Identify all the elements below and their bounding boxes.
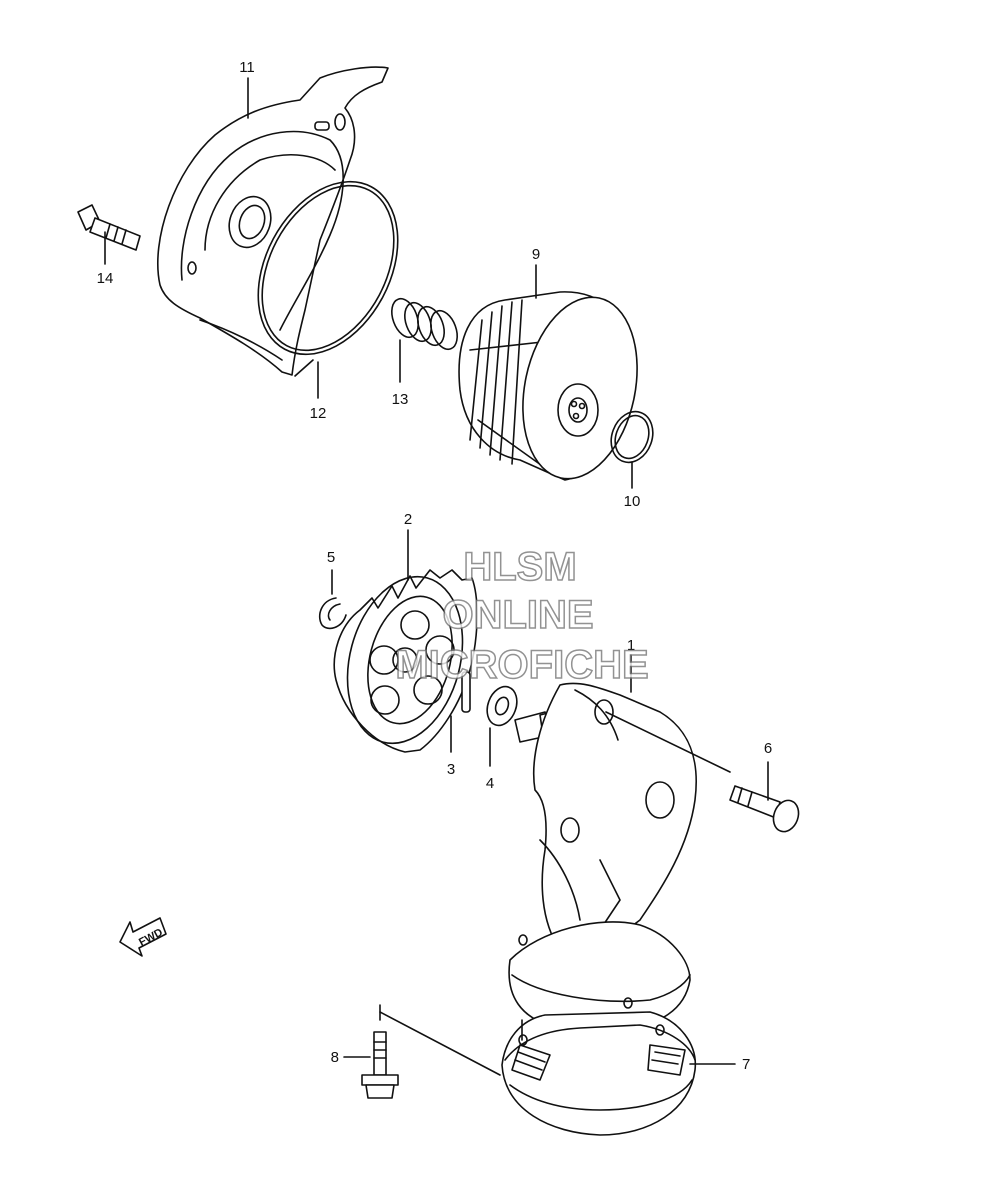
- oil-strainer-part[interactable]: [501, 1011, 697, 1136]
- callout-4: 4: [486, 727, 494, 792]
- watermark-line-3: MICROFICHE: [395, 643, 648, 687]
- oil-filter-part[interactable]: [458, 287, 653, 490]
- callout-1-label: 1: [627, 637, 635, 654]
- pump-gear-part[interactable]: [330, 564, 480, 757]
- callout-11-label: 11: [239, 59, 255, 76]
- small-o-ring-part[interactable]: [604, 406, 659, 469]
- callout-12: 12: [310, 361, 327, 422]
- strainer-bolt-part[interactable]: [361, 1031, 399, 1099]
- callout-4-label: 4: [486, 775, 494, 792]
- callout-7: 7: [689, 1056, 750, 1073]
- callout-5: 5: [327, 549, 335, 595]
- washer-part[interactable]: [482, 682, 522, 729]
- callout-14-label: 14: [97, 270, 114, 287]
- callout-3: 3: [447, 715, 455, 778]
- callout-9-label: 9: [532, 246, 540, 263]
- callout-10-label: 10: [624, 493, 641, 510]
- callout-9: 9: [532, 246, 540, 299]
- callout-10: 10: [624, 461, 641, 510]
- oil-pump-part[interactable]: [508, 682, 698, 1031]
- callout-11: 11: [239, 59, 255, 119]
- callout-6-label: 6: [764, 740, 772, 757]
- callout-8-label: 8: [331, 1049, 339, 1066]
- callout-5-label: 5: [327, 549, 335, 566]
- dowel-pin-part[interactable]: [461, 671, 471, 713]
- callout-13: 13: [392, 339, 409, 408]
- callout-13-label: 13: [392, 391, 409, 408]
- filter-cover-part[interactable]: [156, 66, 389, 376]
- watermark-line-2: ONLINE: [442, 593, 593, 637]
- watermark-line-1: HLSM: [463, 545, 576, 589]
- callout-3-label: 3: [447, 761, 455, 778]
- callout-6: 6: [764, 740, 772, 801]
- pump-bolt-part[interactable]: [729, 785, 803, 835]
- cover-bolt-part[interactable]: [77, 204, 141, 251]
- callout-8: 8: [331, 1049, 371, 1066]
- callout-1: 1: [627, 637, 635, 693]
- circlip-part[interactable]: [318, 597, 347, 630]
- watermark: HLSM ONLINE MICROFICHE: [395, 544, 650, 688]
- spring-part[interactable]: [387, 295, 462, 353]
- callout-2: 2: [404, 511, 412, 581]
- callout-2-label: 2: [404, 511, 412, 528]
- callout-12-label: 12: [310, 405, 327, 422]
- assembly-lines: [294, 359, 731, 1076]
- callout-7-label: 7: [742, 1056, 750, 1073]
- large-o-ring-part[interactable]: [230, 158, 426, 379]
- forward-direction-badge: FWD: [119, 917, 167, 957]
- callout-14: 14: [97, 231, 114, 287]
